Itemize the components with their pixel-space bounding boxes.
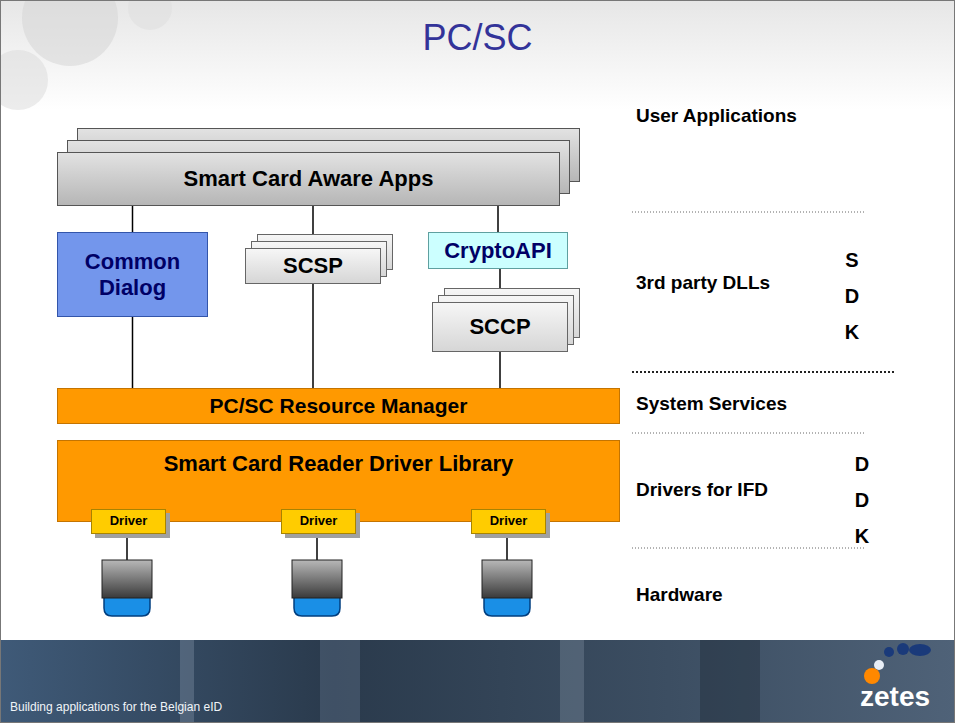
decor-circle [128, 0, 172, 30]
reader-wire [316, 534, 318, 560]
connector-line [132, 206, 134, 232]
node-text: Smart Card Reader Driver Library [164, 451, 514, 476]
driver-box: Driver [281, 509, 356, 534]
logo-dot [874, 660, 884, 670]
logo-dot [909, 644, 931, 656]
card-reader-icon [102, 560, 152, 616]
reader-body [292, 560, 342, 598]
connector-line [497, 206, 499, 232]
api-box: CryptoAPI [428, 232, 568, 269]
node-text: Smart Card Aware Apps [184, 166, 434, 191]
node-text: Driver [300, 514, 338, 529]
logo-text: zetes [860, 681, 930, 713]
logo-dot [884, 647, 894, 657]
manager-band: PC/SC Resource Manager [57, 388, 620, 424]
photo-streak [700, 640, 760, 723]
reader-wire [506, 534, 508, 560]
node-text: Driver [490, 514, 528, 529]
card-reader-icon [482, 560, 532, 616]
kit-label: DDK [852, 446, 872, 554]
driver-box: Driver [91, 509, 166, 534]
reader-body [102, 560, 152, 598]
node-text: CryptoAPI [444, 238, 552, 263]
layer-label: Drivers for IFD [636, 479, 768, 501]
decor-circle [22, 0, 118, 66]
kit-label: SDK [842, 242, 862, 350]
connector-line [312, 284, 314, 388]
provider-box: SCSP [245, 248, 381, 284]
reader-wire [126, 534, 128, 560]
decor-circle [0, 50, 48, 110]
layer-label: System Services [636, 393, 787, 415]
footer-photo-band [0, 640, 955, 723]
library-band: Smart Card Reader Driver LibraryDriverDr… [57, 440, 620, 522]
separator-line [632, 371, 896, 373]
footer-text: Building applications for the Belgian eI… [10, 700, 222, 714]
node-text: SCSP [283, 253, 343, 278]
reader-body [482, 560, 532, 598]
node-text: SCCP [469, 314, 530, 339]
card-reader-icon [292, 560, 342, 616]
connector-line [132, 317, 134, 388]
application-box: Smart Card Aware Apps [57, 152, 560, 206]
separator-line [632, 212, 866, 213]
node-text: PC/SC Resource Manager [210, 394, 468, 418]
provider-box: SCCP [432, 302, 568, 352]
driver-box: Driver [471, 509, 546, 534]
slide-title: PC/SC [0, 17, 955, 59]
layer-label: User Applications [636, 105, 797, 127]
separator-line [632, 433, 866, 434]
connector-line [499, 352, 501, 388]
photo-streak [560, 640, 584, 723]
logo-dot [897, 643, 909, 655]
separator-line [632, 548, 866, 549]
photo-streak [320, 640, 360, 723]
node-text: Driver [110, 514, 148, 529]
layer-label: Hardware [636, 584, 723, 606]
node-text: Common Dialog [66, 249, 199, 300]
dialog-box: Common Dialog [57, 232, 208, 317]
layer-label: 3rd party DLLs [636, 272, 770, 294]
